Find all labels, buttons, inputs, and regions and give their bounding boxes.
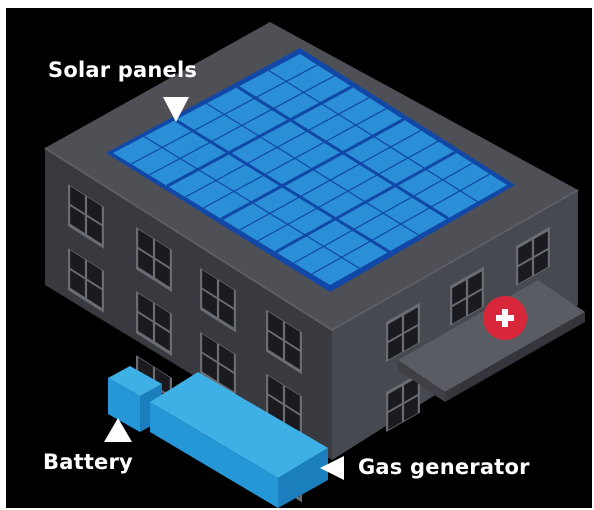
solar-panel-divider xyxy=(166,85,353,188)
window xyxy=(516,226,550,286)
gas-generator-arrow-icon xyxy=(320,456,344,480)
solar-panel-divider xyxy=(203,108,387,209)
solar-panel-divider xyxy=(148,75,335,176)
window xyxy=(386,302,420,362)
solar-panel-grid xyxy=(130,64,491,275)
solar-panels-label: Solar panels xyxy=(48,58,198,82)
window xyxy=(266,309,302,375)
window xyxy=(68,184,104,249)
solar-panel-divider xyxy=(311,173,491,275)
solar-panel-divider xyxy=(239,129,422,231)
gas-generator xyxy=(150,372,328,508)
battery-label: Battery xyxy=(43,450,133,474)
solar-panel-divider xyxy=(275,150,456,254)
left-wall xyxy=(45,148,332,460)
solar-panel-divider xyxy=(293,162,473,264)
canopy-side-edge xyxy=(445,312,585,402)
hospital-building xyxy=(44,22,585,503)
battery-arrow-icon xyxy=(104,418,132,442)
window xyxy=(450,266,484,326)
solar-panel-divider xyxy=(257,140,439,242)
red-cross-icon xyxy=(483,296,527,340)
window xyxy=(136,291,172,356)
solar-panels-arrow-icon xyxy=(163,97,189,122)
solar-panel-divider xyxy=(185,97,370,198)
window xyxy=(266,373,302,439)
right-wall-windows xyxy=(386,226,550,432)
solar-panel-divider xyxy=(220,118,405,221)
solar-array xyxy=(106,48,515,292)
gas-generator-label: Gas generator xyxy=(358,455,530,479)
window xyxy=(386,372,420,432)
window xyxy=(68,248,104,313)
window xyxy=(136,227,172,292)
canopy-roof xyxy=(398,280,585,392)
window xyxy=(200,267,236,333)
solar-panel-divider xyxy=(130,64,318,165)
roof-edge xyxy=(44,147,579,332)
window xyxy=(200,331,236,397)
canopy-front-edge xyxy=(398,360,445,402)
